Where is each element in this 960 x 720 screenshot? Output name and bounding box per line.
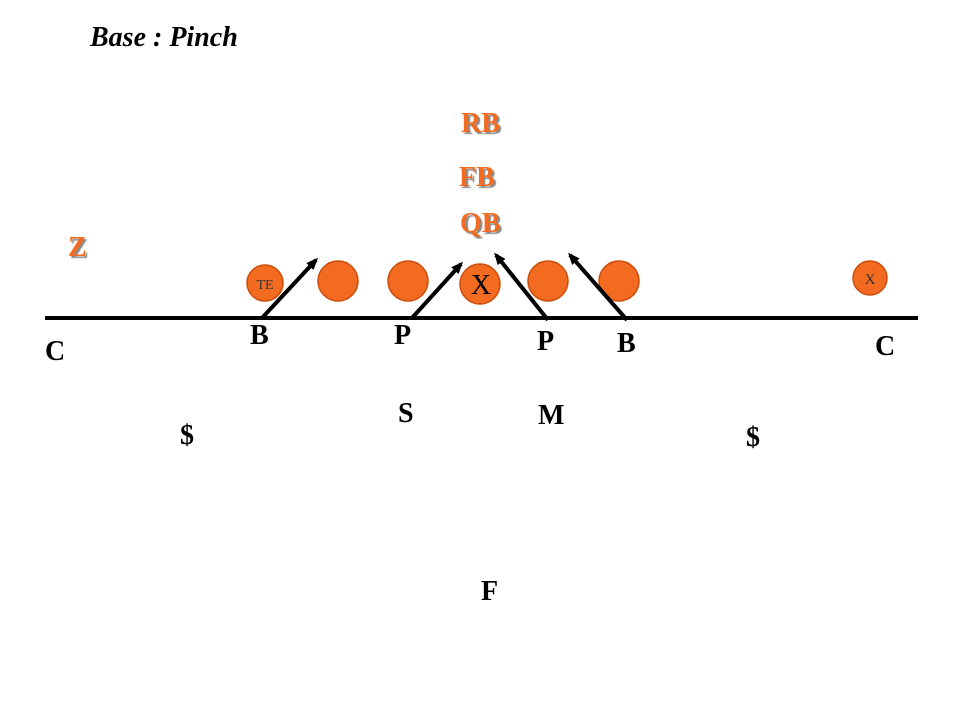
x-receiver-marker [852, 260, 888, 296]
left-safety-label: $ [180, 420, 194, 451]
quarterback-label: QB [460, 208, 501, 239]
left-tackle-label: P [394, 320, 412, 351]
x-receiver-label: X [865, 272, 876, 288]
right-tackle-label: P [537, 326, 555, 357]
right-corner-label: C [875, 331, 896, 362]
mike-linebacker-label: M [538, 400, 565, 431]
right-end-label: B [617, 328, 636, 359]
left-corner-label: C [45, 336, 66, 367]
left-tackle-marker [317, 260, 359, 302]
left-end-label: B [250, 320, 269, 351]
free-safety-label: F [481, 576, 499, 607]
tight-end-label: TE [256, 278, 273, 293]
center-label: X [471, 270, 491, 301]
tight-end-marker [246, 264, 284, 302]
right-guard-marker [527, 260, 569, 302]
z-receiver-label: Z [68, 232, 87, 263]
right-end-pinch-arrow [568, 252, 629, 322]
center-marker [459, 263, 501, 305]
right-safety-label: $ [746, 422, 760, 453]
right-tackle-pinch-arrow [494, 252, 550, 322]
left-guard-marker [387, 260, 429, 302]
left-tackle-pinch-arrow [410, 261, 464, 320]
fullback-label: FB [459, 162, 495, 193]
right-tackle-marker [598, 260, 640, 302]
play-title: Base : Pinch [90, 22, 238, 53]
sam-linebacker-label: S [398, 398, 414, 429]
left-end-pinch-arrow [260, 257, 319, 320]
running-back-label: RB [461, 108, 500, 139]
